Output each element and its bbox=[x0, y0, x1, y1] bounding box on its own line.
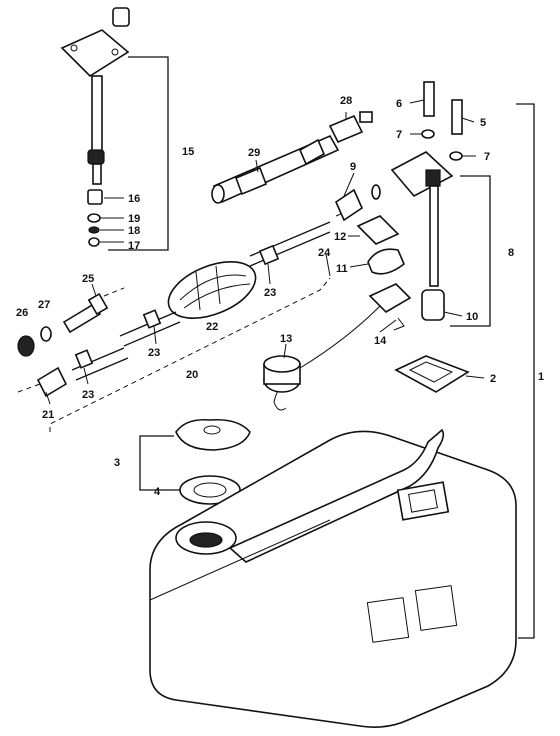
callout-26: 26 bbox=[16, 307, 28, 319]
tank-label bbox=[414, 585, 458, 631]
hose-clamp-23 bbox=[142, 309, 162, 329]
callout-27: 27 bbox=[38, 299, 50, 311]
connector-tip bbox=[359, 111, 373, 123]
hose-clamp-23 bbox=[258, 244, 280, 266]
tank-handle bbox=[228, 428, 445, 563]
bracket-3 bbox=[139, 435, 180, 491]
callout-14: 14 bbox=[374, 335, 387, 347]
tank-fitting-assembly bbox=[273, 81, 491, 411]
callout-2: 2 bbox=[490, 373, 496, 385]
callout-9: 9 bbox=[350, 161, 356, 173]
callout-22: 22 bbox=[206, 321, 218, 333]
callout-29: 29 bbox=[248, 147, 260, 159]
primer-bulb-22 bbox=[167, 261, 257, 319]
callout-10: 10 bbox=[466, 311, 478, 323]
callout-12: 12 bbox=[334, 231, 346, 243]
cover-11 bbox=[367, 248, 405, 275]
callout-20: 20 bbox=[186, 369, 198, 381]
callout-23c: 23 bbox=[82, 389, 94, 401]
callout-23b: 23 bbox=[148, 347, 160, 359]
gauge-mount-plate bbox=[396, 481, 450, 521]
callout-6: 6 bbox=[396, 98, 402, 110]
bolt-6 bbox=[423, 81, 435, 117]
fitting-head bbox=[87, 292, 109, 316]
gauge-knob bbox=[112, 7, 130, 27]
callout-19: 19 bbox=[128, 213, 140, 225]
callout-4: 4 bbox=[154, 486, 161, 498]
callout-15: 15 bbox=[182, 146, 194, 158]
bracket-8 bbox=[450, 175, 491, 327]
o-ring-27 bbox=[40, 326, 52, 342]
primer-hose-assembly bbox=[17, 209, 351, 398]
callout-17: 17 bbox=[128, 240, 140, 252]
gasket-2 bbox=[394, 355, 470, 393]
gauge-collar bbox=[87, 149, 105, 165]
bracket-15 bbox=[108, 56, 169, 251]
callout-11: 11 bbox=[336, 263, 348, 275]
o-ring bbox=[87, 213, 101, 223]
tank-label bbox=[366, 597, 410, 643]
callout-28: 28 bbox=[340, 95, 352, 107]
float-clip bbox=[87, 189, 103, 205]
connector-21 bbox=[36, 366, 68, 398]
fuel-gauge-assembly bbox=[60, 7, 169, 251]
callout-8: 8 bbox=[508, 247, 514, 259]
callout-3: 3 bbox=[114, 457, 120, 469]
callout-23a: 23 bbox=[264, 287, 276, 299]
callout-24: 24 bbox=[318, 247, 331, 259]
fuel-tank-1 bbox=[149, 428, 517, 728]
filter-13 bbox=[263, 355, 301, 393]
leader-lines bbox=[45, 99, 485, 405]
gauge-tube-lower bbox=[92, 163, 102, 185]
pickup-tube bbox=[429, 185, 439, 287]
filler-opening bbox=[189, 532, 223, 548]
cap-26 bbox=[17, 335, 35, 357]
fitting-assembly bbox=[17, 287, 125, 357]
callout-21: 21 bbox=[42, 409, 54, 421]
washer bbox=[88, 226, 100, 234]
gauge-plate bbox=[60, 29, 130, 78]
float bbox=[88, 237, 100, 247]
plate-boss bbox=[425, 169, 441, 187]
gasket-12 bbox=[356, 215, 400, 245]
hose-clamp-23 bbox=[74, 349, 94, 369]
fitting-25 bbox=[62, 302, 102, 334]
fuel-cap-3 bbox=[175, 418, 251, 451]
washer-7 bbox=[449, 151, 463, 161]
filter-10 bbox=[421, 289, 445, 321]
hose-band bbox=[234, 166, 268, 196]
fitting-plate bbox=[390, 151, 454, 198]
clip-24 bbox=[368, 283, 412, 314]
callout-18: 18 bbox=[128, 225, 140, 237]
plate-hole bbox=[70, 44, 78, 52]
callout-7b: 7 bbox=[484, 151, 490, 163]
bracket-1 bbox=[516, 103, 535, 639]
bolt-5 bbox=[451, 99, 463, 135]
hose-band bbox=[298, 138, 326, 166]
callout-13: 13 bbox=[280, 333, 292, 345]
bracket-20 bbox=[49, 277, 331, 432]
filter-top bbox=[263, 355, 301, 373]
plate-hole bbox=[111, 48, 119, 56]
hose-upper-assembly bbox=[211, 111, 373, 204]
callout-16: 16 bbox=[128, 193, 140, 205]
callout-1: 1 bbox=[538, 371, 544, 383]
callout-7a: 7 bbox=[396, 129, 402, 141]
fitting-9 bbox=[334, 188, 364, 222]
callout-25: 25 bbox=[82, 273, 94, 285]
cap-assembly bbox=[139, 418, 251, 505]
hose-end bbox=[211, 184, 225, 204]
gauge-tube bbox=[91, 75, 103, 157]
washer bbox=[371, 184, 381, 200]
callout-5: 5 bbox=[480, 117, 486, 129]
washer-7 bbox=[421, 129, 435, 139]
